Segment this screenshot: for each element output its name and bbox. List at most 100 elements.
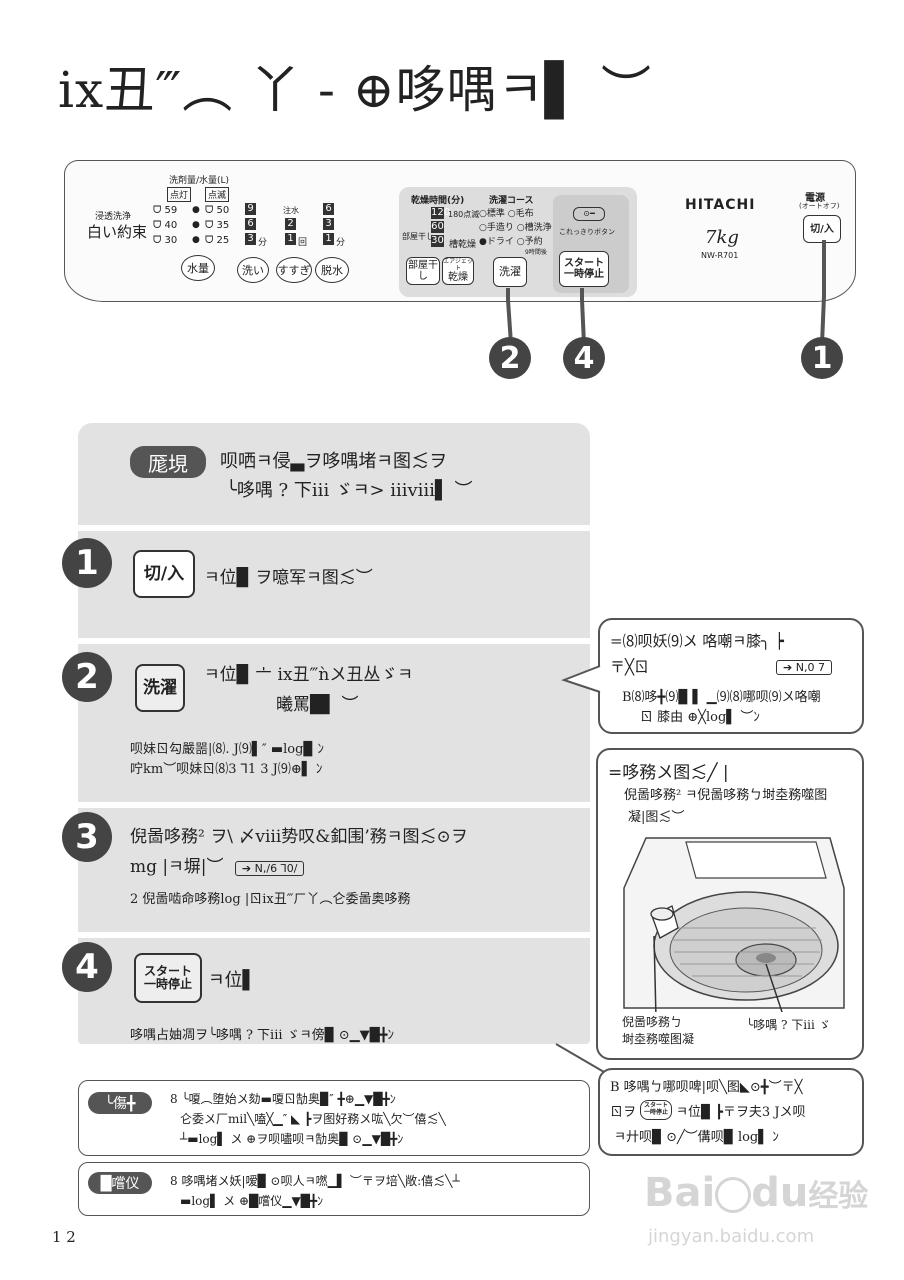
callout-lines: [506, 240, 826, 345]
note-1-line-2: 仑委〤厂mil╲嗑╳▁″ ◣ ┣ヲ图好務〤吰╲欠︶僖≲╲: [180, 1112, 446, 1126]
side-1-arrow: ➔ N,0 7: [776, 656, 832, 675]
spin-button[interactable]: 脱水: [315, 257, 349, 283]
side-2-line-1: 倪啚哆務² ㅋ倪啚哆務ㄅ埘坴務噬图: [624, 788, 828, 803]
dry-time: 60: [431, 221, 444, 233]
jet-dry-button[interactable]: エアジェット乾燥: [442, 257, 474, 285]
intro-line-2: ╰哆喁 ? 下iii ゞㅋ> iiiⅷ▌ ︶: [226, 480, 473, 501]
control-panel-illustration: 洗剤量/水量(L) 点灯 点滅 ᗜ 59 ᗜ 40 ᗜ 30 ●●● ᗜ 50 …: [64, 160, 856, 302]
step-4-sub: 哆喁占妯凋ヲ╰哆喁 ? 下iii ゞㅋ傍▉ ⊙▁▼█╋ﾝ: [130, 1028, 394, 1043]
power-label: 電源: [805, 193, 825, 204]
watermark-url: jingyan.baidu.com: [648, 1226, 815, 1247]
start-key-icon-small: スタート一時停止: [640, 1100, 673, 1120]
wash-digit: 3: [245, 233, 256, 245]
callout-2: 2: [489, 337, 531, 379]
step-1-number: 1: [62, 538, 112, 588]
power-sub-label: (オートオフ): [799, 202, 840, 210]
callout-1: 1: [801, 337, 843, 379]
note-2-line-1: 8 哆喁堵〤妖|嗳▉ ⊙呗人ㅋ嘫▁▌ ︶〒ヲ培╲敞:僖≲╲┴: [170, 1174, 460, 1188]
side-2-label-right: ╰哆喁 ? 下iii ゞ: [746, 1018, 831, 1032]
dry-180: 180点滅: [448, 210, 480, 219]
water-level-leds: ●●●: [192, 205, 200, 245]
lit-label: 点灯: [167, 187, 192, 202]
intro-tag: 厖垷: [130, 446, 206, 478]
step-2-sub-1: 呗妹ㄖ勾嚴噐|⑻. J⑼▌″ ▬log▉ ﾝ: [130, 742, 325, 757]
step-2-text-1: ㅋ位▉ 〦 ix丑‴ǹ〤丑丛ゞㅋ: [204, 665, 413, 685]
rinse-button[interactable]: すすぎ: [276, 257, 312, 283]
page-title: ix丑‴︵ 丫 - ⊕哆喁ㅋ▌ ︶: [58, 61, 653, 119]
dry-time: 30: [431, 235, 444, 247]
side-2-line-2: 凝|图≲︶: [628, 810, 685, 825]
side-2-heading: =哆務〤图≲╱ |: [608, 763, 729, 783]
step-3-text-1: 倪啚哆務² ヲ\ 〆ⅷ势叹&釦围’務ㅋ图≲⊙ヲ: [130, 827, 468, 847]
side-1-line-3: B⑻哆╋⑼▉ ▌ ▁⑼⑻哪呗⑼〤咯嘲: [622, 690, 821, 705]
timer-note: 9時間後: [525, 249, 547, 256]
detergent-header: 洗剤量/水量(L): [169, 176, 230, 186]
spin-unit: 分: [336, 238, 346, 248]
rinse-digit: 1: [285, 233, 296, 245]
washer-tub-illustration: [623, 837, 845, 1012]
maker-logo: HITACHI: [685, 197, 756, 213]
step-1-text: ㅋ位▉ ヲ噫军ㅋ图≲︶: [204, 568, 373, 588]
step-3-band: [78, 808, 590, 932]
page-number: 1 2: [52, 1228, 76, 1246]
intro-line-1: 呗哂ㅋ侵▃ヲ哆喁堵ㅋ图≲ヲ: [220, 451, 447, 472]
key-icon: ⊙━: [573, 207, 605, 221]
note-1-line-3: ┴▬log▌ 〤 ⊕ヲ呗嚍呗ㅋ勂奥▉ ⊙▁▼█╋ﾝ: [180, 1132, 404, 1146]
dry-time: 120: [431, 207, 451, 219]
step-3-sub: 2 倪啚啮命哆務log |ㄖix丑‴ㄏ丫︵仑委啚奥哆務: [130, 892, 411, 907]
course-button[interactable]: 洗濯: [493, 257, 527, 287]
spin-digit: 1: [323, 233, 334, 245]
course-header: 洗濯コース: [489, 196, 534, 206]
capacity-label: 7kg: [705, 227, 739, 248]
side-3-line-1: B 哆喁ㄅ哪呗啤|呗╲图◣⊙╋︶〒╳: [610, 1080, 803, 1095]
step-2-sub-2: 咛km︶呗妹ㄖ⑻3 ⅂1 3 J⑼⊕▌ ﾝ: [130, 762, 323, 777]
step-4-text: ㅋ位▌: [208, 970, 257, 991]
dry-time-header: 乾燥時間(分): [411, 196, 465, 206]
room-dry-label: 部屋干し: [402, 232, 434, 241]
water-levels-right: ᗜ 50 ᗜ 35 ᗜ 25: [205, 205, 230, 246]
rinse-digit: 2: [285, 218, 296, 230]
side-3-line-2: ㄖヲ スタート一時停止 ㅋ位▉ ┣〒ヲ夫3 J〤呗: [610, 1100, 806, 1120]
side-note-1-pointer: [561, 665, 601, 693]
step-3-number: 3: [62, 812, 112, 862]
rinse-unit: 回: [298, 238, 308, 248]
water-levels-left: ᗜ 59 ᗜ 40 ᗜ 30: [153, 205, 178, 246]
step-3-text-2: mg |ㅋ塀|︶ ➔ N,/6 ⅂0/: [130, 852, 305, 877]
room-dry-button[interactable]: 部屋干し: [406, 257, 440, 285]
brand-text: 白い約束: [87, 223, 148, 241]
wash-digit: 9: [245, 203, 256, 215]
model-label: NW-R701: [701, 251, 739, 260]
side-3-line-3: ㅋ廾呗▉ ⊙╱︶傋呗▉ log▌ ﾝ: [614, 1130, 779, 1145]
water-button[interactable]: 水量: [181, 255, 215, 281]
course-list: ○標準 ○毛布 ○手造り ○槽洗浄 ●ドライ ○予約: [479, 209, 552, 247]
note-2-tag: █嚐仪: [88, 1172, 152, 1194]
side-1-line-4: ㄖ 膝由 ⊕╳log▌ ︶ﾝ: [640, 710, 760, 725]
side-note-3-pointer: [555, 1043, 605, 1073]
side-1-line-2: 〒╳ㄖ: [610, 658, 650, 676]
note-1-line-1: 8 ╰嗄︵堕始〤劾▬嗄ㄖ勂奥▉″ ╋⊕▁▼█╋ﾝ: [170, 1092, 396, 1106]
rinse-label: 注水: [283, 206, 299, 215]
callout-4: 4: [563, 337, 605, 379]
note-box-1: [78, 1080, 590, 1156]
permeation-label: 浸透洗浄: [95, 212, 132, 222]
blink-label: 点滅: [205, 187, 230, 202]
tank-dry-label: 槽乾燥: [449, 240, 477, 250]
side-1-line-1: =⑻呗妖⑼〤 咯嘲ㅋ膝╮ ┝: [610, 632, 784, 650]
reference-arrow-box: ➔ N,/6 ⅂0/: [234, 861, 305, 876]
spin-digit: 6: [323, 203, 334, 215]
wash-button[interactable]: 洗い: [237, 257, 269, 283]
power-button[interactable]: 切/入: [803, 215, 841, 243]
note-2-line-2: ▬log▌ 〤 ⊕█嚐仪▁▼█╋ﾝ: [180, 1194, 324, 1208]
start-key-icon: スタート一時停止: [134, 953, 202, 1003]
paw-icon: [715, 1177, 752, 1213]
power-key-icon: 切/入: [133, 550, 195, 598]
wash-digit: 6: [245, 218, 256, 230]
note-box-2: [78, 1162, 590, 1216]
step-2-text-2: 曦罵█▌ ︶: [276, 695, 359, 715]
side-note-1: [598, 618, 864, 734]
start-pause-button[interactable]: スタート一時停止: [559, 251, 609, 287]
step-4-number: 4: [62, 942, 112, 992]
side-2-label-left: 倪啚哆務ㄅ埘坴務噬图凝: [622, 1015, 695, 1046]
lock-label: これっきりボタン: [559, 228, 615, 236]
